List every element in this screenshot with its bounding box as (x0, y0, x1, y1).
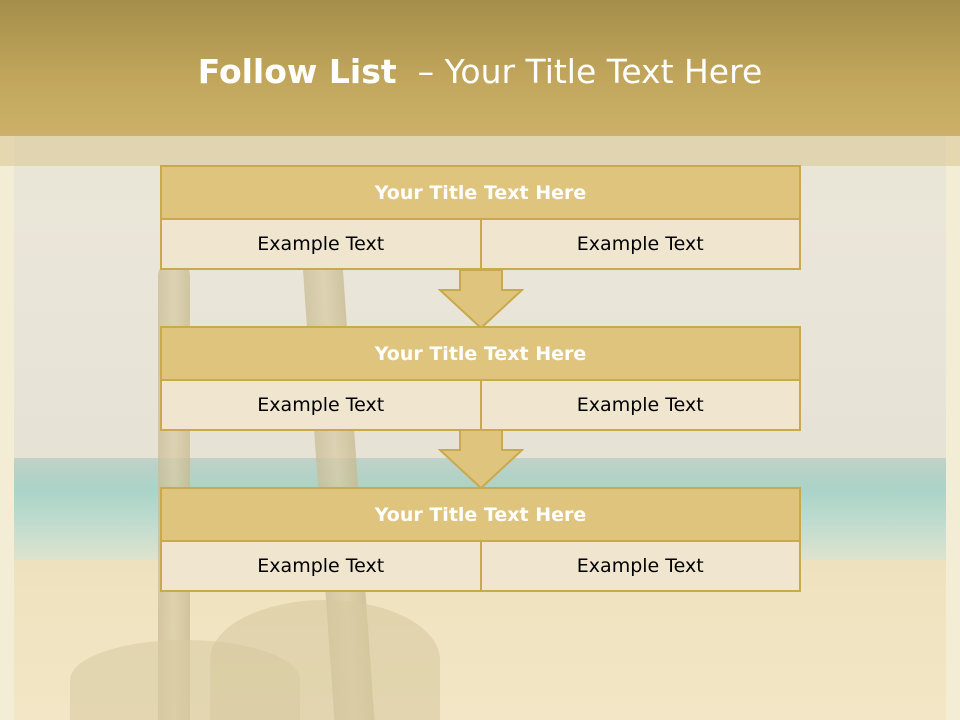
down-arrow-icon (438, 430, 524, 490)
block-cell-right: Example Text (481, 542, 801, 592)
follow-block: Your Title Text Here Example Text Exampl… (160, 487, 801, 592)
slide-title: Follow List – Your Title Text Here (0, 52, 960, 91)
block-row: Example Text Example Text (160, 381, 801, 431)
block-title: Your Title Text Here (160, 487, 801, 542)
title-bar-shadow (0, 136, 960, 166)
follow-block: Your Title Text Here Example Text Exampl… (160, 326, 801, 431)
block-cell-left: Example Text (160, 381, 482, 431)
slide-title-bold: Follow List (197, 52, 397, 91)
title-bar (0, 0, 960, 136)
block-row: Example Text Example Text (160, 542, 801, 592)
slide-title-rest: – Your Title Text Here (417, 52, 763, 91)
photo-border-left (0, 0, 14, 720)
block-cell-left: Example Text (160, 220, 482, 270)
block-title: Your Title Text Here (160, 326, 801, 381)
block-title: Your Title Text Here (160, 165, 801, 220)
down-arrow-icon (438, 270, 524, 330)
photo-border-right (946, 0, 960, 720)
block-cell-left: Example Text (160, 542, 482, 592)
block-cell-right: Example Text (481, 220, 801, 270)
block-cell-right: Example Text (481, 381, 801, 431)
block-row: Example Text Example Text (160, 220, 801, 270)
palm-roots (210, 600, 440, 720)
follow-block: Your Title Text Here Example Text Exampl… (160, 165, 801, 270)
